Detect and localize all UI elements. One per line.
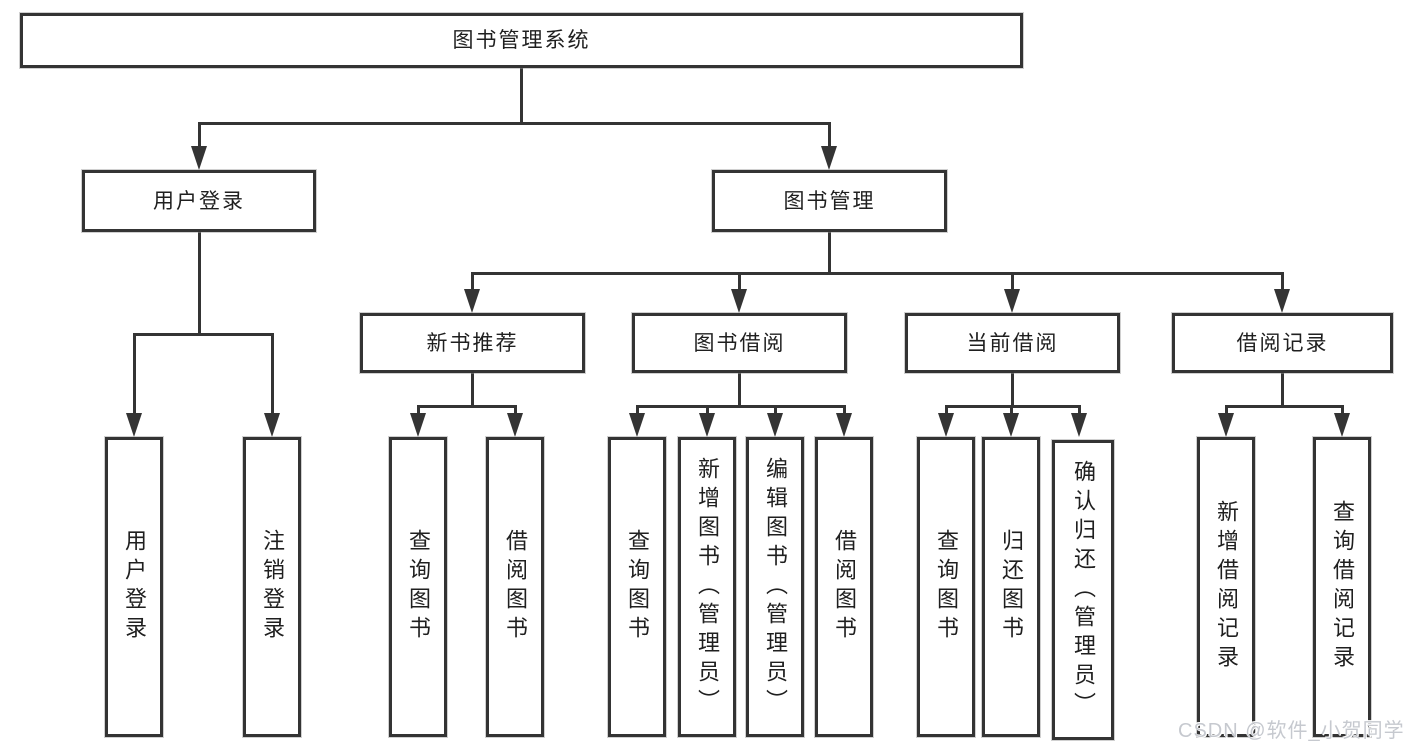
connector-line	[417, 405, 516, 408]
leaf-confirm-return-admin: 确认归还（管理员）	[1052, 440, 1114, 740]
node-user-login: 用户登录	[82, 170, 316, 232]
leaf-logout: 注销登录	[243, 437, 301, 737]
arrow-down-icon	[410, 413, 426, 437]
leaf-query-borrow-record: 查询借阅记录	[1313, 437, 1371, 737]
node-current-borrowing: 当前借阅	[905, 313, 1120, 373]
node-label: 图书借阅	[693, 331, 786, 355]
node-book-borrowing: 图书借阅	[632, 313, 847, 373]
arrow-down-icon	[629, 413, 645, 437]
leaf-add-books-admin: 新增图书（管理员）	[678, 437, 736, 737]
leaf-return-books: 归还图书	[982, 437, 1040, 737]
leaf-user-login: 用户登录	[105, 437, 163, 737]
connector-line	[738, 373, 741, 407]
arrow-down-icon	[699, 413, 715, 437]
arrow-down-icon	[264, 413, 280, 437]
node-label: 用户登录	[153, 189, 245, 213]
arrow-down-icon	[507, 413, 523, 437]
connector-line	[198, 122, 831, 125]
node-new-book-recommend: 新书推荐	[360, 313, 585, 373]
arrow-down-icon	[1334, 413, 1350, 437]
node-library-system: 图书管理系统	[20, 13, 1023, 68]
node-label: 编辑图书（管理员）	[763, 456, 788, 718]
node-label: 确认归还（管理员）	[1071, 459, 1096, 721]
connector-line	[198, 232, 201, 336]
node-borrow-records: 借阅记录	[1172, 313, 1393, 373]
arrow-down-icon	[731, 289, 747, 313]
connector-line	[1011, 272, 1014, 292]
node-label: 借阅图书	[832, 529, 857, 645]
leaf-query-books-2: 查询图书	[608, 437, 666, 737]
leaf-edit-books-admin: 编辑图书（管理员）	[746, 437, 804, 737]
arrow-down-icon	[191, 146, 207, 170]
leaf-query-books-1: 查询图书	[389, 437, 447, 737]
arrow-down-icon	[938, 413, 954, 437]
connector-line	[271, 333, 274, 417]
node-label: 借阅记录	[1236, 331, 1329, 355]
arrow-down-icon	[1004, 289, 1020, 313]
node-book-management: 图书管理	[712, 170, 947, 232]
node-label: 新增图书（管理员）	[695, 456, 720, 718]
node-label: 图书管理系统	[452, 29, 591, 52]
connector-line	[471, 272, 474, 292]
connector-line	[738, 272, 741, 292]
connector-line	[471, 272, 1283, 275]
node-label: 用户登录	[122, 529, 147, 645]
node-label: 借阅图书	[503, 529, 528, 645]
node-label: 注销登录	[260, 529, 285, 645]
arrow-down-icon	[126, 413, 142, 437]
arrow-down-icon	[1003, 413, 1019, 437]
node-label: 查询图书	[625, 529, 650, 645]
leaf-borrow-books-2: 借阅图书	[815, 437, 873, 737]
arrow-down-icon	[1274, 289, 1290, 313]
connector-line	[828, 232, 831, 275]
arrow-down-icon	[767, 413, 783, 437]
csdn-watermark: CSDN @软件_小贺同学	[1178, 720, 1405, 742]
connector-line	[133, 333, 136, 417]
node-label: 归还图书	[999, 529, 1024, 645]
connector-line	[828, 122, 831, 150]
connector-line	[1225, 405, 1343, 408]
node-label: 图书管理	[783, 189, 876, 213]
connector-line	[520, 68, 523, 124]
connector-line	[198, 122, 201, 150]
node-label: 当前借阅	[966, 331, 1059, 355]
node-label: 查询借阅记录	[1330, 500, 1355, 674]
connector-line	[1281, 373, 1284, 407]
arrow-down-icon	[1218, 413, 1234, 437]
node-label: 查询图书	[406, 529, 431, 645]
connector-line	[471, 373, 474, 407]
connector-line	[1011, 373, 1014, 407]
arrow-down-icon	[821, 146, 837, 170]
connector-line	[133, 333, 274, 336]
arrow-down-icon	[1071, 413, 1087, 437]
node-label: 查询图书	[934, 529, 959, 645]
arrow-down-icon	[836, 413, 852, 437]
leaf-add-borrow-record: 新增借阅记录	[1197, 437, 1255, 737]
node-label: 新书推荐	[426, 331, 519, 355]
connector-line	[636, 405, 845, 408]
node-label: 新增借阅记录	[1214, 500, 1239, 674]
leaf-query-books-3: 查询图书	[917, 437, 975, 737]
leaf-borrow-books-1: 借阅图书	[486, 437, 544, 737]
connector-line	[1281, 272, 1284, 292]
arrow-down-icon	[464, 289, 480, 313]
